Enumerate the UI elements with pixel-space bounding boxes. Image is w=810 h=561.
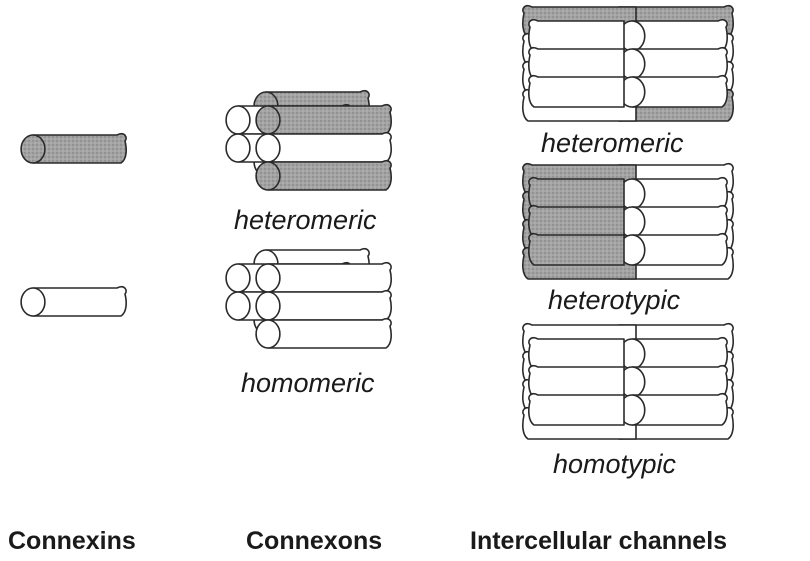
channel-tube-left-mid: [529, 76, 624, 107]
channel-homotypic: [523, 324, 733, 439]
connexin-tube-shaded: [33, 134, 126, 163]
channel-tube-right-mid: [632, 48, 727, 79]
channel-tube-right-mid: [632, 178, 727, 209]
connexin-end-cap: [226, 106, 250, 134]
channel-tube-right-mid: [632, 338, 727, 369]
channel-tube-left-mid: [529, 234, 624, 265]
connexin-end-cap: [21, 135, 45, 163]
connexon-homomeric-label: homomeric: [241, 370, 375, 397]
connexon-tube-mid: [268, 291, 391, 320]
connexin-unshaded: [21, 287, 126, 316]
channel-heteromeric: [523, 6, 733, 121]
channel-tube-right-mid: [632, 20, 727, 51]
channel-heterotypic-label: heterotypic: [548, 287, 680, 314]
column-title-connexins: Connexins: [8, 529, 136, 554]
connexon-tube-mid: [268, 105, 391, 134]
channel-tube-left-mid: [529, 338, 624, 369]
channel-tube-right-mid: [632, 76, 727, 107]
connexin-end-cap: [21, 288, 45, 316]
channel-tube-right-mid: [632, 234, 727, 265]
connexon-tube-mid: [268, 319, 391, 348]
channel-tube-left-mid: [529, 20, 624, 51]
connexin-end-cap: [256, 320, 280, 348]
connexon-tube-mid: [268, 133, 391, 162]
channel-tube-left-mid: [529, 178, 624, 209]
connexin-end-cap: [256, 106, 280, 134]
channel-tube-right-mid: [632, 394, 727, 425]
channel-heteromeric-label: heteromeric: [541, 130, 684, 157]
connexon-heteromeric-label: heteromeric: [234, 207, 377, 234]
connexin-end-cap: [226, 134, 250, 162]
channel-tube-left-mid: [529, 394, 624, 425]
column-title-intercellular-channels: Intercellular channels: [470, 529, 727, 554]
connexin-end-cap: [256, 292, 280, 320]
channel-tube-left-mid: [529, 48, 624, 79]
connexin-shaded: [21, 134, 126, 163]
channel-tube-right-mid: [632, 206, 727, 237]
channel-homotypic-label: homotypic: [553, 451, 676, 478]
connexon-tube-mid: [268, 263, 391, 292]
connexon-heteromeric: [226, 91, 391, 190]
connexin-end-cap: [256, 162, 280, 190]
connexin-end-cap: [256, 134, 280, 162]
channel-tube-right-mid: [632, 366, 727, 397]
channel-heterotypic: [523, 164, 733, 279]
connexin-end-cap: [226, 292, 250, 320]
column-title-connexons: Connexons: [246, 529, 382, 554]
connexin-tube-unshaded: [33, 287, 126, 316]
connexin-end-cap: [226, 264, 250, 292]
channel-tube-left-mid: [529, 206, 624, 237]
connexon-homomeric: [226, 249, 391, 348]
connexin-end-cap: [256, 264, 280, 292]
channel-tube-left-mid: [529, 366, 624, 397]
connexon-tube-mid: [268, 161, 391, 190]
